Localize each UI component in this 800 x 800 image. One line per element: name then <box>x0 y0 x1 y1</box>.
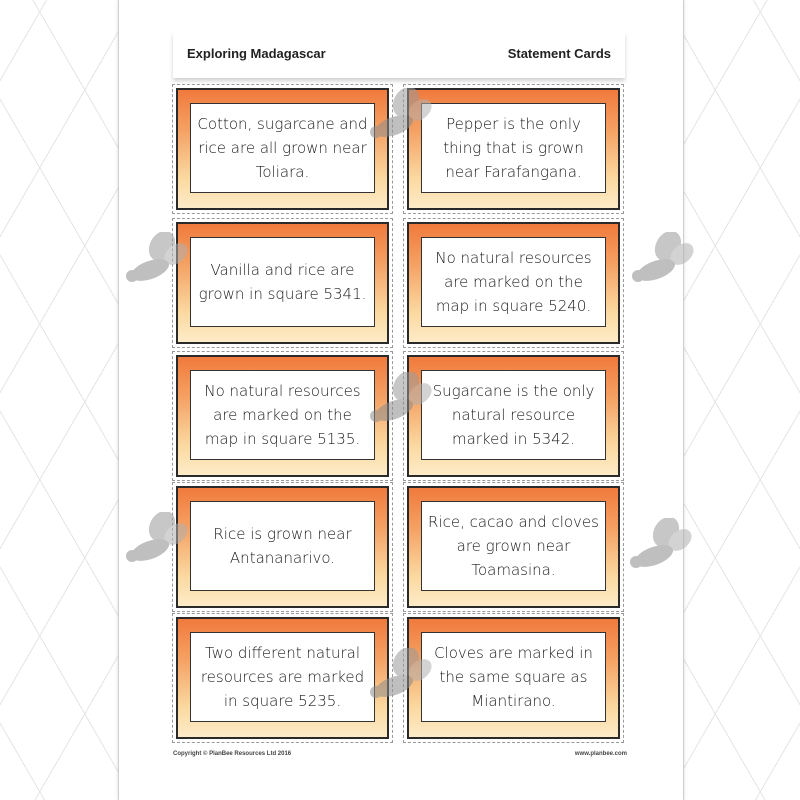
card-text: No natural resources are marked on the m… <box>204 382 361 448</box>
card-slot: Rice, cacao and cloves are grown near To… <box>403 482 624 612</box>
bee-icon <box>632 232 694 282</box>
card-text-box: No natural resources are marked on the m… <box>190 370 375 460</box>
card-slot: Pepper is the only thing that is grown n… <box>403 84 624 214</box>
card-text: Vanilla and rice are grown in square 534… <box>198 261 367 303</box>
statement-card: Sugarcane is the only natural resource m… <box>407 355 620 477</box>
card-text-box: No natural resources are marked on the m… <box>421 237 606 327</box>
bee-icon <box>370 372 432 422</box>
card-slot: Two different natural resources are mark… <box>172 613 393 743</box>
worksheet-page: Exploring Madagascar Statement Cards Cot… <box>118 0 684 800</box>
card-text: Rice is grown near Antananarivo. <box>213 525 352 567</box>
card-slot: Cloves are marked in the same square as … <box>403 613 624 743</box>
card-slot: Cotton, sugarcane and rice are all grown… <box>172 84 393 214</box>
card-text-box: Two different natural resources are mark… <box>190 632 375 722</box>
statement-card: Rice, cacao and cloves are grown near To… <box>407 486 620 608</box>
bee-icon <box>370 88 432 138</box>
statement-card: No natural resources are marked on the m… <box>176 355 389 477</box>
statement-card: Two different natural resources are mark… <box>176 617 389 739</box>
page-header: Exploring Madagascar Statement Cards <box>173 32 625 78</box>
page-subtitle: Statement Cards <box>507 46 611 61</box>
website-text: www.planbee.com <box>574 751 627 757</box>
bee-icon <box>370 648 432 698</box>
statement-card: No natural resources are marked on the m… <box>407 222 620 344</box>
bee-icon <box>630 518 692 568</box>
card-slot: No natural resources are marked on the m… <box>403 218 624 348</box>
card-text-box: Vanilla and rice are grown in square 534… <box>190 237 375 327</box>
card-text-box: Rice, cacao and cloves are grown near To… <box>421 501 606 591</box>
statement-card: Pepper is the only thing that is grown n… <box>407 88 620 210</box>
copyright-text: Copyright © PlanBee Resources Ltd 2016 <box>173 751 292 757</box>
card-text-box: Cloves are marked in the same square as … <box>421 632 606 722</box>
card-text: Rice, cacao and cloves are grown near To… <box>428 513 599 579</box>
card-slot: Vanilla and rice are grown in square 534… <box>172 218 393 348</box>
card-text-box: Pepper is the only thing that is grown n… <box>421 103 606 193</box>
statement-card: Vanilla and rice are grown in square 534… <box>176 222 389 344</box>
card-text: Two different natural resources are mark… <box>200 644 365 710</box>
card-text: Cotton, sugarcane and rice are all grown… <box>197 115 368 181</box>
card-text: No natural resources are marked on the m… <box>435 249 592 315</box>
card-text: Pepper is the only thing that is grown n… <box>443 115 584 181</box>
bee-icon <box>126 232 188 282</box>
card-slot: No natural resources are marked on the m… <box>172 351 393 481</box>
card-slot: Sugarcane is the only natural resource m… <box>403 351 624 481</box>
card-text-box: Rice is grown near Antananarivo. <box>190 501 375 591</box>
card-text-box: Sugarcane is the only natural resource m… <box>421 370 606 460</box>
statement-card: Cloves are marked in the same square as … <box>407 617 620 739</box>
card-text: Cloves are marked in the same square as … <box>434 644 593 710</box>
card-slot: Rice is grown near Antananarivo. <box>172 482 393 612</box>
statement-card: Cotton, sugarcane and rice are all grown… <box>176 88 389 210</box>
card-text: Sugarcane is the only natural resource m… <box>432 382 595 448</box>
card-text-box: Cotton, sugarcane and rice are all grown… <box>190 103 375 193</box>
statement-card: Rice is grown near Antananarivo. <box>176 486 389 608</box>
page-title: Exploring Madagascar <box>187 46 326 61</box>
bee-icon <box>126 512 188 562</box>
